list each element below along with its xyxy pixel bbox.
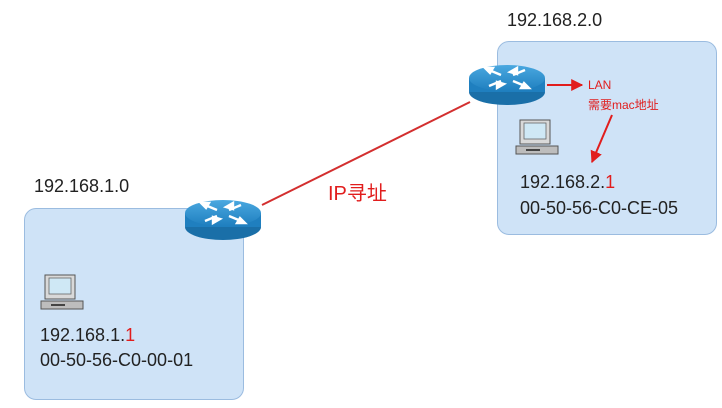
left-host-ip-suffix: 1 bbox=[125, 325, 136, 345]
host-arrow bbox=[590, 114, 613, 164]
lan-annotation: LAN bbox=[588, 78, 612, 92]
needs-mac-annotation: 需要mac地址 bbox=[588, 98, 659, 112]
right-host-ip-prefix: 192.168.2. bbox=[520, 172, 606, 192]
right-host-ip: 192.168.2.1 bbox=[520, 172, 615, 193]
ip-link-line bbox=[261, 101, 471, 206]
right-host-mac: 00-50-56-C0-CE-05 bbox=[520, 198, 679, 218]
left-network-label: 192.168.1.0 bbox=[34, 176, 130, 196]
left-host-mac: 00-50-56-C0-00-01 bbox=[40, 350, 194, 370]
right-network-label: 192.168.2.0 bbox=[507, 10, 603, 30]
computer-icon bbox=[40, 274, 84, 310]
left-host-ip-prefix: 192.168.1. bbox=[40, 325, 126, 345]
right-host-ip-suffix: 1 bbox=[605, 172, 616, 192]
computer-icon bbox=[515, 119, 559, 155]
router-icon bbox=[469, 65, 545, 105]
left-host-ip: 192.168.1.1 bbox=[40, 325, 135, 346]
router-icon bbox=[185, 200, 261, 240]
ip-link-label: IP寻址 bbox=[328, 183, 387, 205]
